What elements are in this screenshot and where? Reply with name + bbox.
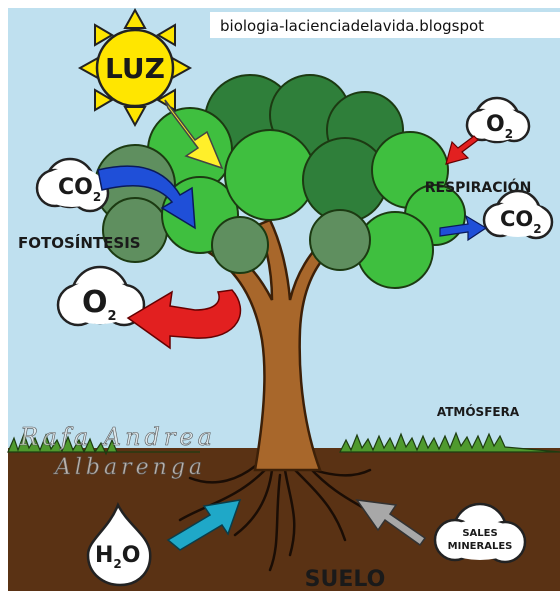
o2-out-bubble [56, 265, 146, 327]
watermark-line2: Albarenga [53, 455, 206, 480]
o2-out-arrow [126, 289, 242, 350]
minerals-label-line1: SALES [462, 528, 497, 539]
co2-out-label: CO2 [500, 207, 542, 236]
o2-out-label: O2 [82, 285, 117, 324]
co2-out-arrow [439, 214, 488, 242]
atmosphere-label: ATMÓSFERA [437, 404, 520, 419]
minerals-bubble [433, 502, 527, 564]
o2-in-bubble [465, 96, 531, 144]
grass-strip [7, 431, 560, 456]
photosynthesis-label: FOTOSÍNTESIS [18, 233, 141, 252]
watermark-line1: Rafa Andrea [19, 423, 216, 451]
water-label: H2O [95, 543, 140, 571]
co2-in-arrow [97, 165, 196, 230]
light-arrow [164, 99, 224, 170]
sun [77, 7, 193, 128]
source-caption: biologia-lacienciadelavida.blogspot [220, 17, 484, 35]
co2-out-bubble [482, 189, 554, 240]
caption-backdrop [210, 12, 560, 38]
o2-in-arrow [445, 135, 479, 165]
tree-roots [178, 460, 382, 572]
light-label: LUZ [105, 52, 165, 85]
soil-label: SUELO [305, 567, 386, 591]
o2-in-label: O2 [486, 112, 513, 141]
co2-in-label: CO2 [58, 175, 101, 204]
respiration-label: RESPIRACIÓN [425, 178, 532, 196]
water-drop [86, 501, 152, 587]
minerals-label-line2: MINERALES [448, 541, 513, 552]
water-arrow [166, 499, 242, 551]
minerals-arrow [355, 499, 427, 547]
co2-in-bubble [35, 157, 110, 213]
